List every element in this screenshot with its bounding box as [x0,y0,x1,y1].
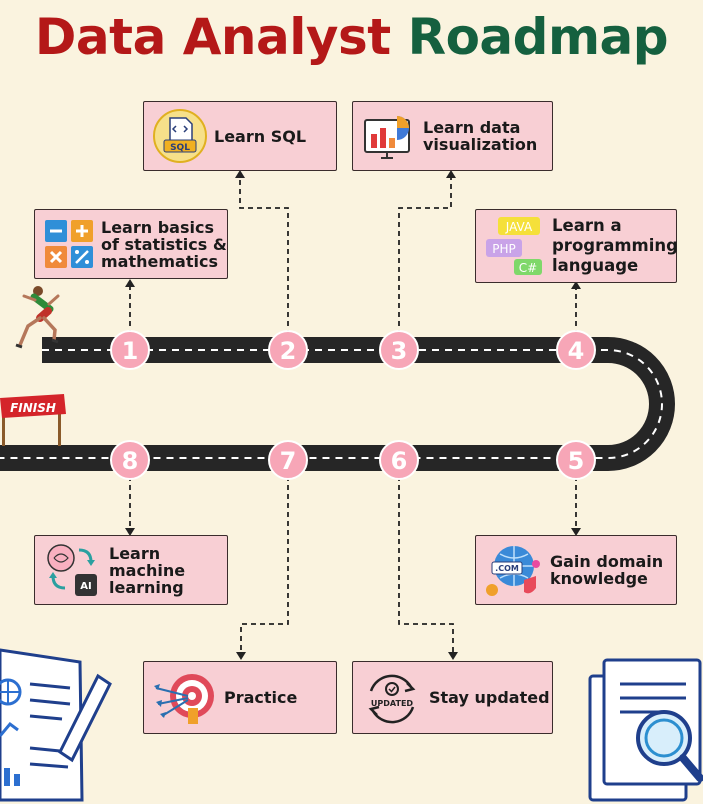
document-chart-icon [0,648,112,802]
step-card-4: JAVA PHP C# Learn a programming language [475,209,678,283]
step-label-1: Learn basics of statistics & mathematics [101,217,227,271]
step-card-8: AI Learn machine learning [34,535,228,605]
step-marker-8: 8 [110,440,150,480]
step-label-8: Learn machine learning [109,543,186,597]
step-card-2: SQL Learn SQL [143,101,337,171]
step-number-7: 7 [280,447,297,475]
step-label-3: Learn data visualization [423,118,538,154]
java-icon-text: JAVA [505,220,533,234]
document-search-icon [588,658,703,802]
connector-7 [240,476,289,656]
step-number-2: 2 [280,337,297,365]
step-label-4: Learn a programming language [552,216,678,275]
step-card-1: Learn basics of statistics & mathematics [34,209,228,279]
runner-icon [15,286,60,349]
step-marker-2: 2 [268,330,308,370]
step-label-2: Learn SQL [214,126,307,146]
finish-label: FINISH [10,401,56,415]
step-number-3: 3 [391,337,408,365]
step-marker-4: 4 [556,330,596,370]
step-number-4: 4 [568,337,585,365]
ai-brain-icon: AI [47,544,97,596]
refresh-updated-icon: UPDATED [368,674,416,723]
target-practice-icon [154,673,214,724]
connectors [129,176,577,656]
step-marker-1: 1 [110,330,150,370]
title-part-2: Roadmap [407,8,669,66]
csharp-icon-text: C# [519,261,537,275]
step-number-6: 6 [391,447,408,475]
com-icon-text: .COM [495,564,519,573]
step-label-7: Practice [224,688,298,707]
sql-icon-text: SQL [170,143,190,153]
connector-2 [239,176,289,335]
step-card-7: Practice [143,661,337,734]
step-number-5: 5 [568,447,585,475]
step-marker-7: 7 [268,440,308,480]
connector-3 [398,176,452,335]
updated-icon-text: UPDATED [371,699,413,708]
step-marker-5: 5 [556,440,596,480]
step-card-6: UPDATED Stay updated [352,661,553,734]
step-label-6: Stay updated [429,688,550,707]
road [0,337,675,471]
finish-banner: FINISH [0,394,66,446]
chart-monitor-icon [364,116,410,159]
step-label-5: Gain domain knowledge [550,552,664,588]
step-marker-3: 3 [379,330,419,370]
php-icon-text: PHP [492,242,516,256]
math-operators-icon [45,220,93,268]
connector-arrows [125,170,581,660]
step-marker-6: 6 [379,440,419,480]
sql-file-icon: SQL [153,109,207,163]
step-card-3: Learn data visualization [352,101,553,171]
connector-6 [398,476,454,656]
code-languages-icon: JAVA PHP C# [486,217,542,275]
step-number-8: 8 [122,447,139,475]
step-card-5: .COM Gain domain knowledge [475,535,677,605]
globe-domain-icon: .COM [486,546,540,596]
step-number-1: 1 [122,337,139,365]
title-part-1: Data Analyst [34,8,391,66]
page-title: Data Analyst Roadmap [0,8,703,66]
ai-icon-text: AI [80,581,91,592]
